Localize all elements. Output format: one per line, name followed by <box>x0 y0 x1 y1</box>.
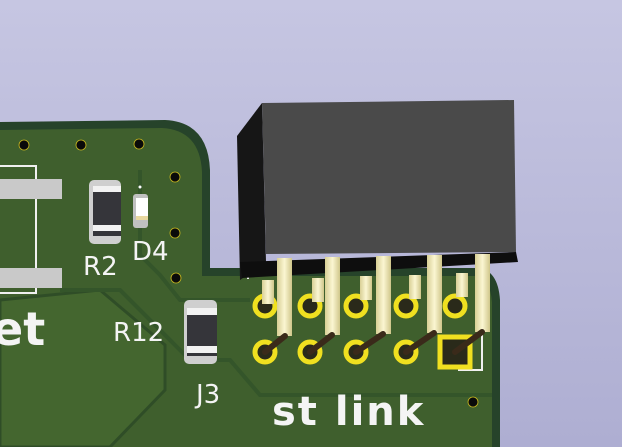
resistor-r12[interactable] <box>184 300 217 364</box>
connector-j3[interactable] <box>237 100 518 371</box>
footprint-outline <box>0 165 37 294</box>
pin-legs <box>262 329 485 355</box>
label-r2: R2 <box>83 252 118 282</box>
label-j3: J3 <box>194 380 220 410</box>
pad <box>0 179 62 199</box>
connector-top <box>262 100 516 254</box>
led-d4[interactable] <box>133 185 148 229</box>
board-text-st-link: st link <box>272 389 425 435</box>
vias <box>18 138 479 408</box>
connector-side <box>237 103 266 280</box>
partial-label: et <box>0 302 45 356</box>
label-r12: R12 <box>113 318 164 348</box>
resistor-r2[interactable] <box>89 180 121 244</box>
label-d4: D4 <box>132 237 169 267</box>
pad <box>0 268 62 288</box>
pins <box>262 254 490 336</box>
